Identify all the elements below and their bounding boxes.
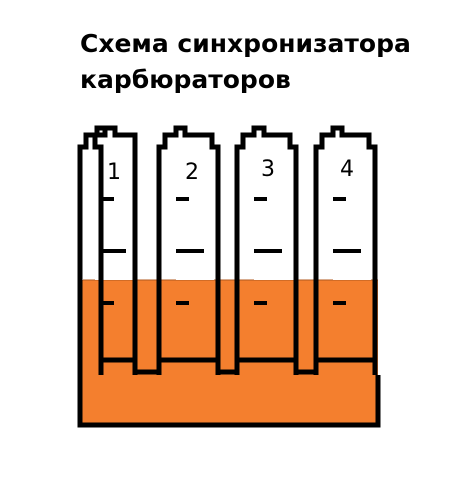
tube-1-outline — [92, 125, 138, 375]
tube-3-label: 3 — [261, 157, 275, 182]
scale-ticks — [101, 197, 361, 305]
liquid-fill — [78, 280, 378, 425]
base-outline — [77, 375, 381, 428]
tube-2-outline — [156, 125, 221, 375]
liquid-region — [78, 280, 378, 425]
tube-2-label: 2 — [185, 160, 199, 185]
tube-3-outline — [234, 125, 299, 375]
tube-inner-walls — [77, 147, 378, 375]
title-line-1: Схема синхронизатора — [80, 29, 411, 58]
tube-1-label: 1 — [107, 160, 121, 185]
tube-4-label: 4 — [340, 157, 354, 182]
tube-4-outline — [313, 125, 378, 375]
synchronizer-outline — [77, 125, 381, 428]
tube-labels: 1 2 3 4 — [107, 157, 354, 185]
diagram-title: Схема синхронизатора карбюраторов — [80, 26, 411, 98]
title-line-2: карбюраторов — [80, 65, 291, 94]
